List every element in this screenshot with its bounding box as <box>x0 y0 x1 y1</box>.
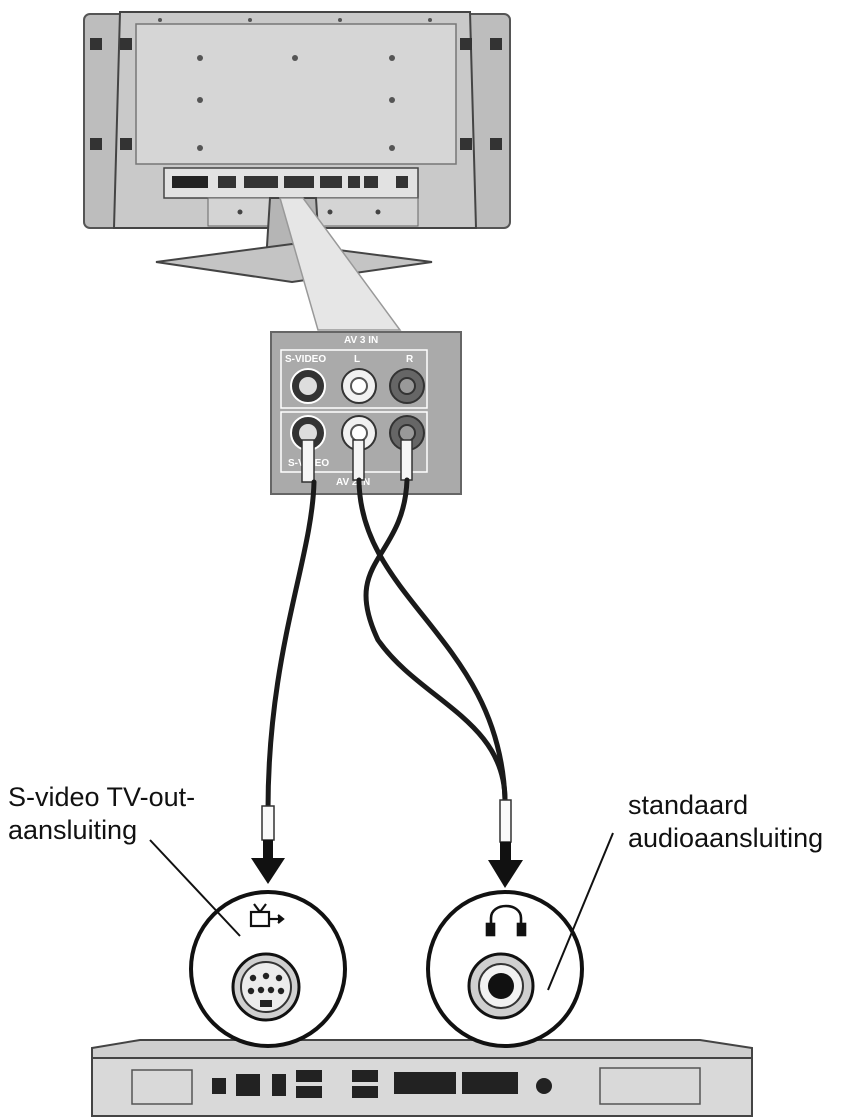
audio-callout: standaard audioaansluiting <box>628 789 823 855</box>
panel-bottom-title: AV 2 IN <box>336 477 370 488</box>
svideo-callout: S-video TV-out- aansluiting <box>8 781 195 847</box>
av-input-panel: AV 3 IN S-VIDEO L R S-VIDEO AV 2 IN <box>270 331 462 495</box>
audio-leader-line <box>547 832 614 991</box>
svideo-cable <box>265 479 317 813</box>
headphone-icon <box>485 904 527 937</box>
svideo-leader-line <box>149 839 241 937</box>
panel-top-left-label: L <box>354 354 360 365</box>
zoom-beam <box>279 197 402 331</box>
svideo-callout-line2: aansluiting <box>8 815 138 845</box>
tv-out-icon <box>249 903 285 928</box>
audio-magnifier <box>426 890 584 1048</box>
audio-cable-right <box>363 477 508 803</box>
audio-plug <box>499 799 512 843</box>
cables <box>265 477 508 813</box>
audio-callout-line1: standaard <box>628 790 749 820</box>
audio-cable-left <box>356 477 508 803</box>
laptop-rear <box>91 1039 753 1117</box>
arrows <box>251 840 523 888</box>
panel-top-right-label: R <box>406 354 414 365</box>
panel-top-title: AV 3 IN <box>344 335 378 346</box>
svideo-magnifier <box>189 890 347 1048</box>
svideo-callout-line1: S-video TV-out- <box>8 782 196 812</box>
panel-top-svideo-label: S-VIDEO <box>285 354 326 365</box>
svideo-plug <box>261 805 275 841</box>
audio-callout-line2: audioaansluiting <box>628 823 824 853</box>
television-rear <box>83 11 511 284</box>
